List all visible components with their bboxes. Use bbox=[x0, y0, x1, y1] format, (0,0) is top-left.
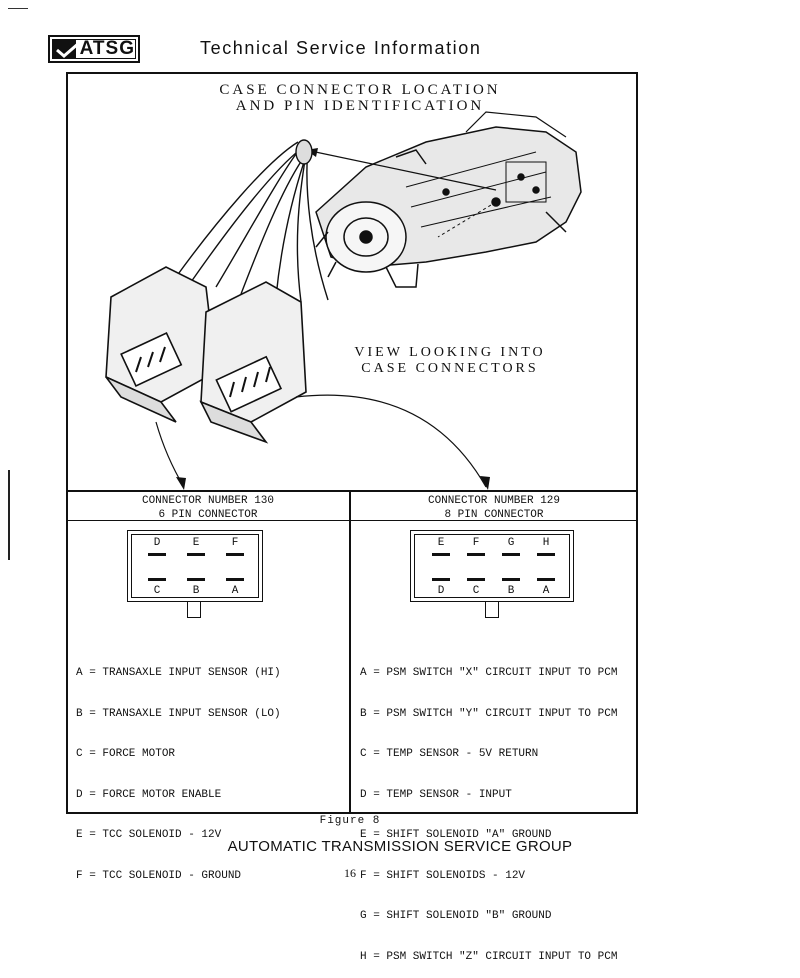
figure-frame bbox=[66, 72, 638, 814]
pin-label-d: D bbox=[437, 585, 445, 597]
pin-label-g: G bbox=[507, 537, 515, 549]
pin-description: H = PSM SWITCH "Z" CIRCUIT INPUT TO PCM bbox=[360, 950, 618, 963]
pin-slot bbox=[467, 553, 485, 556]
connector-130-heading: CONNECTOR NUMBER 130 6 PIN CONNECTOR bbox=[68, 494, 348, 522]
page-number: 16 bbox=[344, 866, 356, 880]
view-label: VIEW LOOKING INTO CASE CONNECTORS bbox=[330, 345, 570, 377]
pin-description: E = TCC SOLENOID - 12V bbox=[76, 829, 222, 841]
pin-slot bbox=[537, 553, 555, 556]
pin-slot bbox=[537, 578, 555, 581]
table-top-rule bbox=[66, 490, 638, 492]
connector-130-subtitle: 6 PIN CONNECTOR bbox=[158, 509, 258, 521]
pin-slot bbox=[432, 553, 450, 556]
pin-slot bbox=[187, 553, 205, 556]
wiring-harness bbox=[175, 139, 329, 303]
footer-organization: AUTOMATIC TRANSMISSION SERVICE GROUP bbox=[227, 838, 573, 855]
connector-129-heading: CONNECTOR NUMBER 129 8 PIN CONNECTOR bbox=[352, 494, 636, 522]
connector-130-housing bbox=[105, 266, 217, 423]
pin-label-f: F bbox=[231, 537, 239, 549]
pin-label-f: F bbox=[472, 537, 480, 549]
arrow-to-connector-129 bbox=[295, 394, 487, 488]
pin-description: F = SHIFT SOLENOIDS - 12V bbox=[360, 869, 526, 882]
logo-text: ATSG bbox=[79, 38, 135, 59]
atsg-logo: ATSG bbox=[48, 35, 140, 63]
pin-slot bbox=[148, 578, 166, 581]
pin-slot bbox=[502, 553, 520, 556]
binding-rule bbox=[8, 470, 10, 560]
connector-130-title: CONNECTOR NUMBER 130 bbox=[141, 495, 275, 507]
pin-description: B = TRANSAXLE INPUT SENSOR (LO) bbox=[76, 707, 281, 720]
pin-slot bbox=[502, 578, 520, 581]
pin-label-c: C bbox=[472, 585, 480, 597]
pin-slot bbox=[187, 578, 205, 581]
pin-description: C = FORCE MOTOR bbox=[76, 748, 176, 760]
connector-130-face: D E F C B A bbox=[127, 530, 263, 602]
diagram-title-line1: CASE CONNECTOR LOCATION bbox=[219, 82, 501, 98]
connector-129-face: E F G H D C B A bbox=[410, 530, 574, 602]
pin-description: G = SHIFT SOLENOID "B" GROUND bbox=[360, 910, 552, 922]
pin-slot bbox=[467, 578, 485, 581]
connector-129-housing bbox=[199, 281, 307, 444]
page-title: Technical Service Information bbox=[200, 38, 482, 58]
pin-description: D = TEMP SENSOR - INPUT bbox=[360, 788, 512, 801]
view-label-line1: VIEW LOOKING INTO bbox=[354, 345, 546, 360]
view-label-line2: CASE CONNECTORS bbox=[361, 361, 539, 376]
pin-slot bbox=[226, 578, 244, 581]
pin-description: D = FORCE MOTOR ENABLE bbox=[76, 788, 222, 801]
connector-129-pin-list: A = PSM SWITCH "X" CIRCUIT INPUT TO PCM … bbox=[360, 640, 636, 978]
connector-129-title: CONNECTOR NUMBER 129 bbox=[427, 495, 561, 507]
connector-130-pin-list: A = TRANSAXLE INPUT SENSOR (HI) B = TRAN… bbox=[76, 640, 346, 897]
pin-description: C = TEMP SENSOR - 5V RETURN bbox=[360, 748, 539, 760]
connector-illustration bbox=[105, 111, 582, 490]
figure-caption: Figure 8 bbox=[319, 815, 381, 827]
pin-label-a: A bbox=[542, 585, 550, 597]
pin-label-b: B bbox=[192, 585, 200, 597]
checkmark-icon bbox=[53, 40, 80, 58]
connector-129-latch bbox=[485, 602, 499, 618]
connector-129-subtitle: 8 PIN CONNECTOR bbox=[444, 509, 544, 521]
pin-label-e: E bbox=[192, 537, 200, 549]
diagram-title-line2: AND PIN IDENTIFICATION bbox=[235, 98, 485, 114]
corner-mark bbox=[8, 8, 28, 9]
pin-label-e: E bbox=[437, 537, 445, 549]
pin-label-d: D bbox=[153, 537, 161, 549]
table-header-rule bbox=[66, 520, 638, 521]
diagram-title: CASE CONNECTOR LOCATION AND PIN IDENTIFI… bbox=[150, 82, 570, 114]
pin-slot bbox=[148, 553, 166, 556]
transaxle-drawing bbox=[315, 111, 582, 288]
pin-label-a: A bbox=[231, 585, 239, 597]
pin-label-c: C bbox=[153, 585, 161, 597]
pin-slot bbox=[226, 553, 244, 556]
pin-description: A = TRANSAXLE INPUT SENSOR (HI) bbox=[76, 667, 281, 679]
pin-description: F = TCC SOLENOID - GROUND bbox=[76, 869, 242, 882]
pin-slot bbox=[432, 578, 450, 581]
pin-description: A = PSM SWITCH "X" CIRCUIT INPUT TO PCM bbox=[360, 667, 618, 679]
table-divider bbox=[349, 490, 351, 814]
location-arrow bbox=[305, 149, 497, 191]
pin-description: E = SHIFT SOLENOID "A" GROUND bbox=[360, 829, 552, 841]
pin-label-h: H bbox=[542, 537, 550, 549]
arrow-to-connector-130 bbox=[155, 421, 185, 488]
connector-130-latch bbox=[187, 602, 201, 618]
pin-label-b: B bbox=[507, 585, 515, 597]
pin-description: B = PSM SWITCH "Y" CIRCUIT INPUT TO PCM bbox=[360, 707, 618, 720]
